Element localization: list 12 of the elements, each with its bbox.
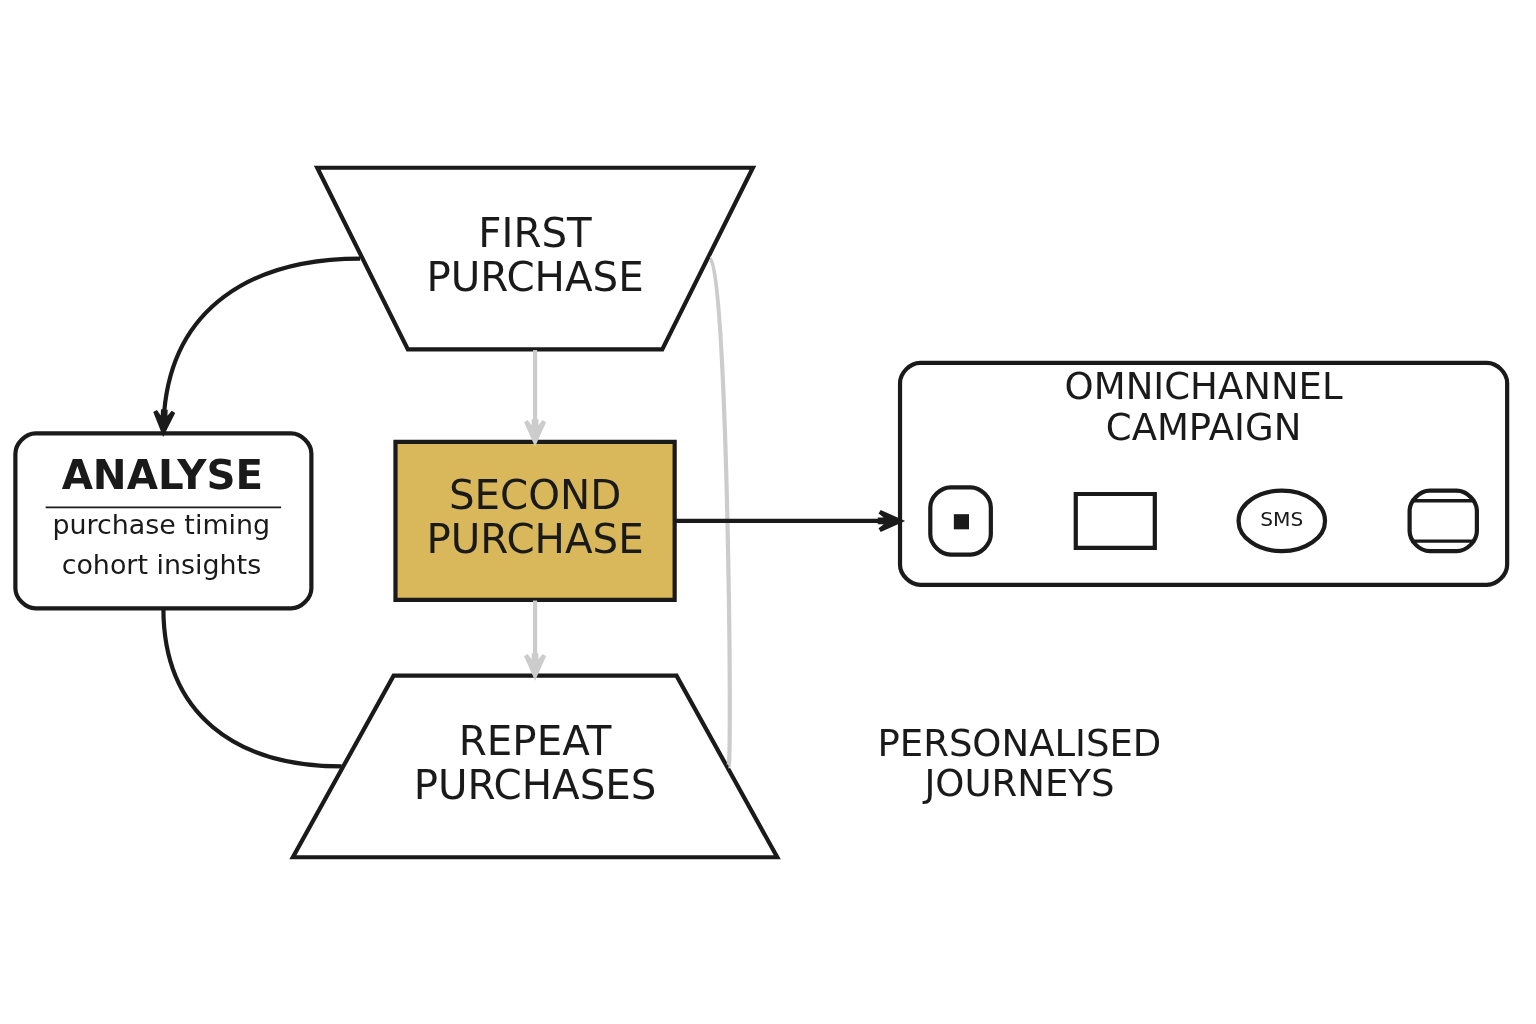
arrow: [523, 600, 547, 678]
connector: [708, 257, 732, 767]
node-envelope: [1073, 491, 1157, 550]
node-ellipse: SMS: [1236, 488, 1328, 553]
node-box: [928, 484, 993, 557]
node-box: SECOND PURCHASE: [393, 439, 677, 602]
connector: [161, 607, 342, 769]
arrow: [153, 255, 361, 434]
node-box: ANALYSE purchase timing cohort insights: [13, 430, 314, 610]
arrow: [523, 349, 547, 444]
arrow: [674, 509, 903, 532]
label: PERSONALISED JOURNEYS: [877, 721, 1162, 805]
